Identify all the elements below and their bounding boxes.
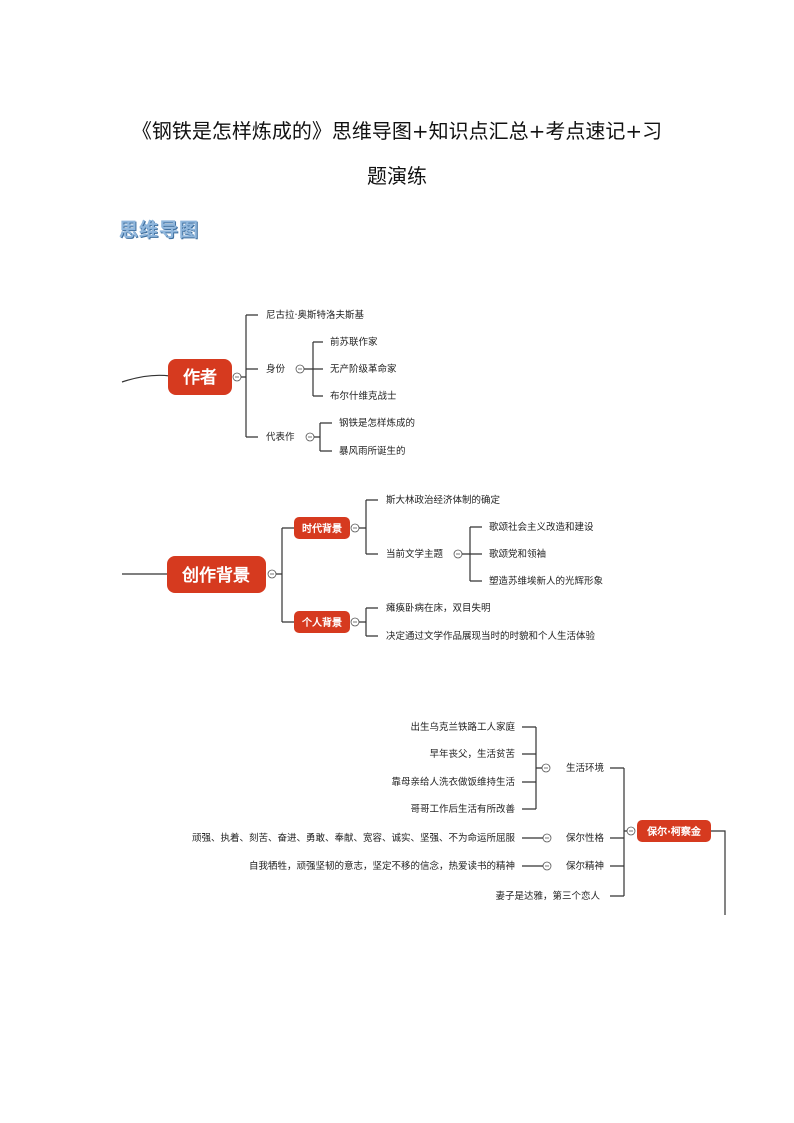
author-name: 尼古拉·奥斯特洛夫斯基 [266,309,365,321]
author-node-label: 作者 [183,367,217,388]
personal-item: 瘫痪卧病在床，双目失明 [386,602,491,614]
spirit-text: 自我牺牲，顽强坚韧的意志，坚定不移的信念，热爱读书的精神 [249,860,515,872]
background-node[interactable] [167,556,266,593]
author-works-label: 代表作 [266,431,295,443]
env-item: 早年丧父，生活贫苦 [429,748,515,760]
author-link [121,374,171,383]
paul-link [710,830,726,915]
personal-item: 决定通过文学作品展现当时的时貌和个人生活体验 [386,630,596,642]
personal-node[interactable] [294,611,350,633]
paul-node-label: 保尔·柯察金 [646,825,702,838]
section-label: 思维导图 [119,219,200,241]
character-label: 保尔性格 [566,832,605,844]
document-title-line2: 题演练 [367,164,427,188]
author-node[interactable] [168,359,232,395]
spirit-label: 保尔精神 [566,860,604,872]
theme-item: 歌颂社会主义改造和建设 [489,521,594,533]
personal-node-label: 个人背景 [301,616,342,629]
theme-item: 歌颂党和领袖 [489,548,546,560]
era-node[interactable] [294,517,350,539]
identity-item: 无产阶级革命家 [330,363,397,375]
env-item: 靠母亲给人洗衣做饭维持生活 [391,776,515,788]
identity-item: 前苏联作家 [330,336,378,348]
works-item: 钢铁是怎样炼成的 [339,417,415,429]
identity-item: 布尔什维克战士 [330,390,397,402]
character-text: 顽强、执着、刻苦、奋进、勇敢、奉献、宽容、诚实、坚强、不为命运所屈服 [192,832,516,844]
era-node-label: 时代背景 [302,522,342,535]
works-item: 暴风雨所诞生的 [339,445,406,457]
document-title-line1: 《钢铁是怎样炼成的》思维导图+知识点汇总+考点速记+习 [131,119,663,143]
background-node-label: 创作背景 [181,565,250,586]
era-item: 斯大林政治经济体制的确定 [386,494,501,506]
env-item: 哥哥工作后生活有所改善 [410,803,515,815]
env-label: 生活环境 [566,762,605,774]
wife-text: 妻子是达雅，第三个恋人 [495,890,600,902]
paul-node[interactable] [637,820,711,842]
author-identity-label: 身份 [266,363,286,375]
env-item: 出生乌克兰铁路工人家庭 [410,721,515,733]
theme-item: 塑造苏维埃新人的光辉形象 [489,575,604,587]
theme-label: 当前文学主题 [386,548,444,560]
